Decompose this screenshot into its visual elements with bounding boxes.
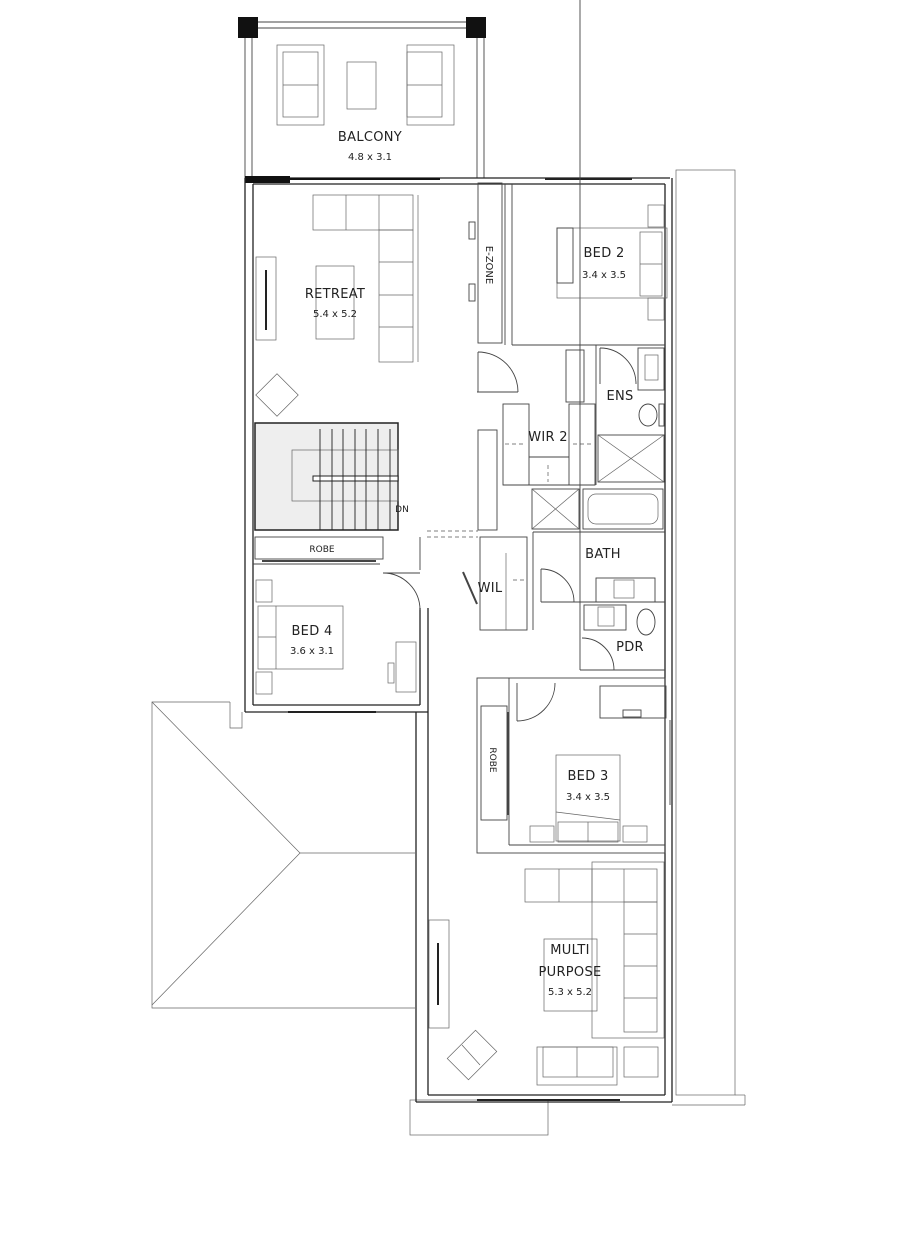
bed3-size: 3.4 x 3.5 bbox=[566, 792, 610, 803]
bed4-furniture bbox=[255, 579, 417, 695]
retreat-size: 5.4 x 5.2 bbox=[313, 309, 357, 320]
wir2-label: WIR 2 bbox=[528, 430, 568, 445]
bed3-furniture bbox=[529, 754, 648, 843]
staircase: DN bbox=[254, 422, 409, 531]
post bbox=[238, 17, 258, 38]
retreat-furniture bbox=[255, 194, 419, 417]
wil-label: WIL bbox=[478, 581, 503, 596]
stair-down-label: DN bbox=[395, 505, 409, 515]
bed2-size: 3.4 x 3.5 bbox=[582, 270, 626, 281]
multi-label-1: MULTI bbox=[550, 943, 589, 958]
balcony bbox=[238, 17, 486, 178]
bed3-label: BED 3 bbox=[567, 769, 608, 784]
bed2-label: BED 2 bbox=[583, 246, 624, 261]
retreat-label: RETREAT bbox=[305, 287, 365, 302]
ezone-label: E-ZONE bbox=[483, 246, 494, 284]
bath-label: BATH bbox=[585, 547, 621, 562]
pdr-label: PDR bbox=[616, 640, 644, 655]
interior-walls bbox=[253, 0, 671, 854]
post bbox=[466, 17, 486, 38]
roof-outline bbox=[151, 701, 415, 1009]
balcony-label: BALCONY bbox=[338, 130, 402, 145]
multi-label-2: PURPOSE bbox=[538, 965, 601, 980]
bed2-furniture bbox=[556, 204, 668, 321]
ens-label: ENS bbox=[606, 389, 633, 404]
bed4-label: BED 4 bbox=[291, 624, 332, 639]
multi-size: 5.3 x 5.2 bbox=[548, 987, 592, 998]
robe-bed4-label: ROBE bbox=[309, 545, 335, 555]
balcony-size: 4.8 x 3.1 bbox=[348, 152, 392, 163]
bed4-size: 3.6 x 3.1 bbox=[290, 646, 334, 657]
exterior-walls bbox=[244, 176, 673, 1103]
robe-bed3-label: ROBE bbox=[487, 747, 497, 773]
multipurpose-furniture bbox=[428, 861, 665, 1086]
